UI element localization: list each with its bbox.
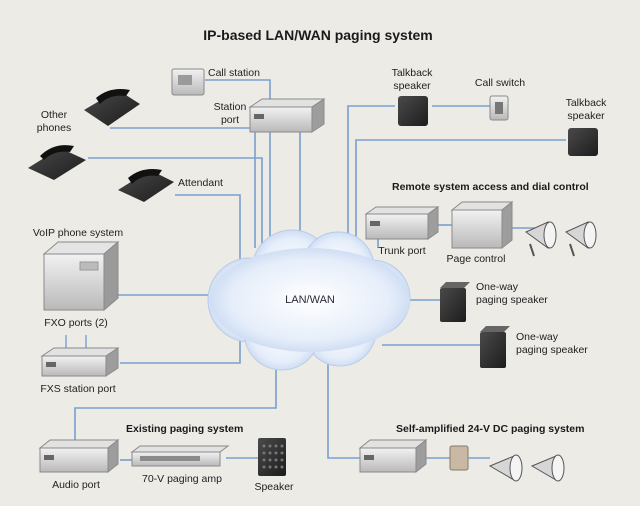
horn-speaker-icon [525, 221, 557, 257]
fxs-station-port [40, 347, 120, 377]
talkback-speaker-icon [398, 96, 428, 126]
dc-power-module [449, 445, 469, 471]
audio-port [38, 438, 120, 474]
call-switch-label: Call switch [475, 77, 525, 89]
call-station [171, 68, 205, 96]
connector-fxs [120, 330, 241, 364]
horn-speaker-icon [565, 221, 597, 257]
talkback-speaker-icon [568, 128, 598, 156]
connector-call-station [205, 79, 271, 240]
connector-phone-2 [88, 157, 263, 245]
speaker-panel-icon [258, 438, 286, 476]
one-way-paging-speaker-icon [440, 282, 470, 322]
diagram-title: IP-based LAN/WAN paging system [203, 27, 432, 43]
audio-port-label: Audio port [52, 479, 100, 491]
speaker-label: Speaker [254, 481, 294, 493]
lan-wan-cloud: LAN/WAN [207, 229, 411, 371]
trunk-port [364, 206, 440, 240]
one-way-paging-speaker-icon [480, 326, 510, 368]
horn-speaker-icon [488, 454, 523, 482]
attendant-label: Attendant [178, 177, 223, 189]
remote-section-title: Remote system access and dial control [392, 181, 589, 193]
paging-amp [130, 445, 230, 467]
attendant-phone-icon [118, 169, 174, 202]
call-switch [489, 95, 509, 121]
self-amplified-section-title: Self-amplified 24-V DC paging system [396, 423, 584, 435]
phone-icon [84, 89, 140, 126]
self-amplified-port [358, 438, 428, 474]
trunk-port-label: Trunk port [378, 245, 426, 257]
connector-talkback-1 [347, 105, 395, 250]
network-label: LAN/WAN [285, 294, 335, 306]
voip-phone-system [42, 240, 120, 312]
connector-talkback-2 [355, 139, 566, 246]
fxs-station-port-label: FXS station port [40, 383, 115, 395]
call-station-label: Call station [208, 67, 260, 79]
page-control-label: Page control [447, 253, 506, 265]
horn-speaker-icon [530, 454, 565, 482]
paging-amp-label: 70-V paging amp [142, 473, 222, 485]
fxo-ports-label: FXO ports (2) [44, 317, 108, 329]
page-control [450, 200, 514, 250]
connector-self-amplified [327, 338, 360, 459]
voip-phone-system-label: VoIP phone system [33, 227, 124, 239]
station-port [248, 98, 326, 133]
existing-section-title: Existing paging system [126, 423, 243, 435]
connector-attendant [175, 194, 241, 262]
phone-icon [28, 145, 86, 180]
